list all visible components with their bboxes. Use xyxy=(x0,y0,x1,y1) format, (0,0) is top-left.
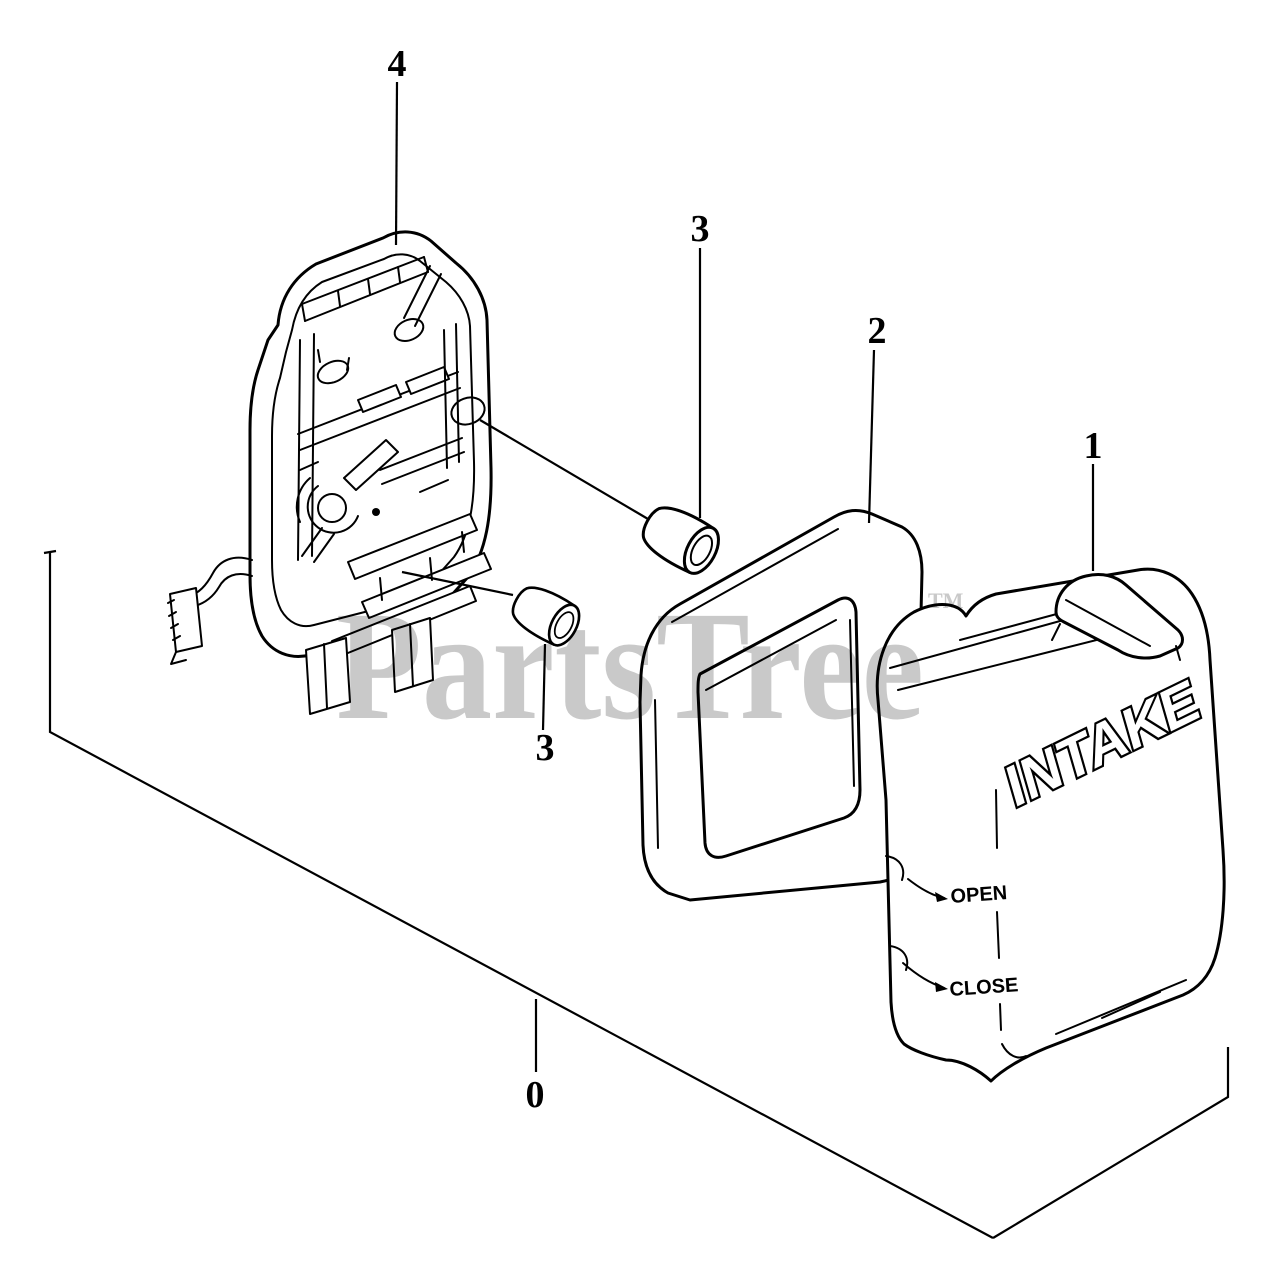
callout-line-2 xyxy=(867,349,876,524)
cover-bottom-rim-2 xyxy=(1101,991,1161,1019)
filter-silhouette xyxy=(640,510,922,900)
bracket-left xyxy=(43,549,994,1239)
callouts: 4 3 2 1 3 0 xyxy=(388,43,1103,1116)
backplate-inner-rim xyxy=(271,253,476,628)
cover-bottom-rim-1 xyxy=(1055,979,1187,1035)
leader-backplate-to-bushing-lower xyxy=(401,570,514,597)
watermark-tm: TM xyxy=(928,588,964,613)
callout-label-1: 1 xyxy=(1084,425,1103,467)
cover-crease-dashes xyxy=(995,789,1002,1031)
cover-latch xyxy=(1051,572,1184,661)
watermark-text: PartsTree xyxy=(336,579,924,752)
cover-notch-open xyxy=(885,855,905,881)
callout-label-3-upper: 3 xyxy=(691,208,710,250)
bracket-right xyxy=(992,1047,1230,1239)
vent-close-marking: CLOSE xyxy=(902,962,1019,1001)
backplate-crossbar xyxy=(297,366,461,451)
cover-outline xyxy=(875,567,1226,1083)
vent-open-marking: OPEN xyxy=(907,878,1008,908)
backplate-side-walls xyxy=(297,323,465,561)
backplate-top-slab xyxy=(301,256,429,322)
open-label: OPEN xyxy=(950,882,1008,908)
part2-filter-element xyxy=(638,508,924,902)
filter-top-band xyxy=(671,528,839,623)
callout-label-4: 4 xyxy=(388,43,407,85)
backplate-feet xyxy=(305,617,434,715)
backplate-choke-mechanism xyxy=(295,439,449,563)
close-label: CLOSE xyxy=(949,974,1019,1001)
filter-outer-edge xyxy=(638,508,924,902)
cover-silhouette xyxy=(877,569,1225,1081)
assembly-bracket xyxy=(43,549,1230,1239)
callout-label-2: 2 xyxy=(868,310,887,352)
filter-inner-opening xyxy=(696,596,862,859)
filter-inner-depth-right xyxy=(849,619,855,787)
cover-bottom-hook xyxy=(1001,1043,1027,1059)
backplate-boss xyxy=(450,396,486,426)
callout-label-0: 0 xyxy=(526,1074,545,1116)
part3-bushing-lower xyxy=(511,586,581,647)
part1-intake-cover: INTAKE OPEN CLOSE xyxy=(875,567,1226,1083)
part4-backplate xyxy=(167,230,493,715)
part3-bushing-upper xyxy=(641,506,720,575)
leader-backplate-to-bushing-upper xyxy=(479,419,649,520)
callout-line-4 xyxy=(394,81,399,246)
filter-left-band xyxy=(654,699,659,849)
callout-line-3-lower xyxy=(541,643,547,731)
filter-inner-depth-top xyxy=(705,619,837,691)
backplate-wire-connector xyxy=(167,556,253,665)
watermark: PartsTree TM xyxy=(336,579,964,752)
backplate-strut xyxy=(316,265,442,385)
callout-label-3-lower: 3 xyxy=(536,727,555,769)
